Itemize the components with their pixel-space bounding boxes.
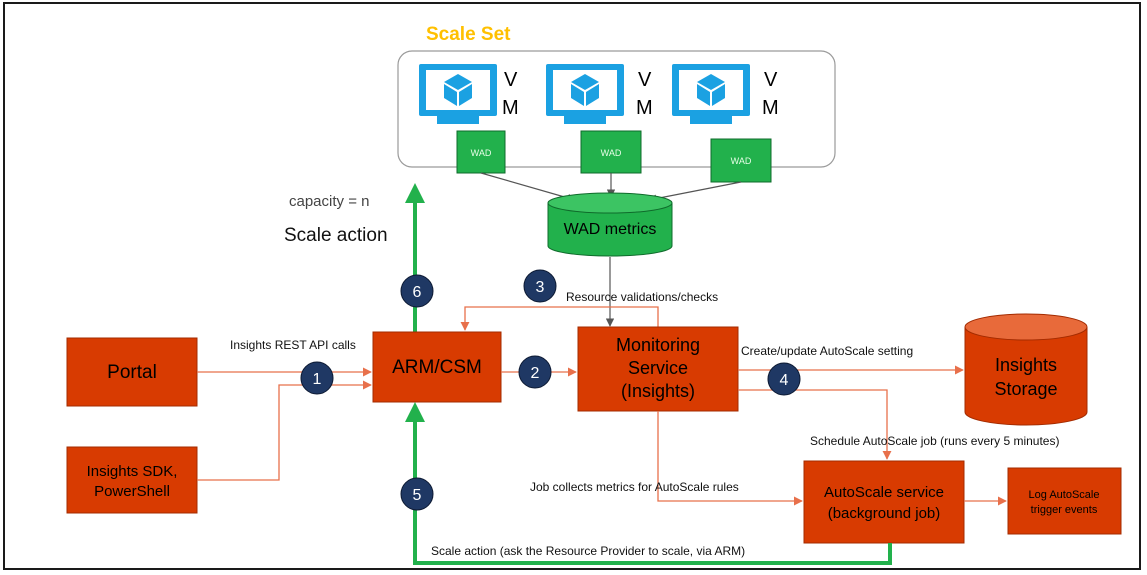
create-update-label: Create/update AutoScale setting [741, 344, 913, 358]
storage-label-line2: Storage [994, 379, 1057, 399]
vm-monitor-icon [672, 64, 750, 124]
autoscale-service-box: AutoScale service (background job) [803, 460, 965, 544]
vm-monitor-icon [546, 64, 624, 124]
insights-storage: Insights Storage [964, 313, 1088, 426]
sdk-box: Insights SDK, PowerShell [66, 446, 198, 514]
scale-action-bottom-label: Scale action (ask the Resource Provider … [431, 544, 745, 558]
scale-set-group: Scale Set V M WAD [397, 24, 836, 183]
monitoring-service-box: Monitoring Service (Insights) [577, 326, 739, 412]
storage-label-line1: Insights [995, 355, 1057, 375]
step-4-badge: 4 [767, 362, 801, 396]
monitoring-label-line2: Service [628, 358, 688, 378]
wad-metrics-label: WAD metrics [564, 221, 657, 238]
step-5-label: 5 [413, 487, 422, 504]
step-2-label: 2 [531, 365, 540, 382]
vm-label-v: V [764, 69, 778, 91]
autoscale-label-line2: (background job) [828, 505, 941, 522]
autoscale-label-line1: AutoScale service [824, 484, 944, 501]
log-label-line1: Log AutoScale [1029, 489, 1100, 501]
step-1-label: 1 [313, 371, 322, 388]
monitoring-label-line3: (Insights) [621, 381, 695, 401]
sdk-label-line2: PowerShell [94, 483, 170, 500]
wad-label: WAD [471, 148, 492, 158]
step-3-label: 3 [536, 279, 545, 296]
step-5-badge: 5 [400, 477, 434, 511]
autoscale-diagram: Scale Set V M WAD [66, 24, 1122, 565]
vm-label-v: V [504, 69, 518, 91]
scale-action-text: Scale action [284, 225, 388, 246]
scale-set-title: Scale Set [426, 24, 511, 45]
validations-label: Resource validations/checks [566, 290, 718, 304]
arm-label: ARM/CSM [392, 357, 482, 378]
vm-label-v: V [638, 69, 652, 91]
sdk-to-arm-arrow [197, 380, 372, 481]
wad-box [580, 130, 642, 174]
wad-metrics-store: WAD metrics [547, 192, 673, 257]
portal-box: Portal [66, 337, 198, 407]
schedule-label: Schedule AutoScale job (runs every 5 min… [810, 434, 1059, 448]
monitoring-to-autoscale-collect-arrow [657, 411, 803, 506]
vm-2: V M WAD [546, 64, 653, 174]
step-6-label: 6 [413, 284, 422, 301]
step-1-badge: 1 [300, 361, 334, 395]
validations-arrow [460, 306, 659, 331]
vm-label-m: M [636, 97, 653, 119]
step-6-badge: 6 [400, 274, 434, 308]
vm-1: V M WAD [419, 64, 519, 174]
diagram-frame: Scale Set V M WAD [3, 2, 1141, 570]
sdk-label-line1: Insights SDK, [87, 463, 178, 480]
capacity-text: capacity = n [289, 193, 369, 210]
rest-api-label: Insights REST API calls [230, 338, 356, 352]
vm-label-m: M [762, 97, 779, 119]
vm-monitor-icon [419, 64, 497, 124]
arm-box: ARM/CSM [372, 331, 502, 403]
step-3-badge: 3 [523, 269, 557, 303]
vm-3: V M WAD [672, 64, 779, 183]
step-2-badge: 2 [518, 355, 552, 389]
wad-label: WAD [601, 148, 622, 158]
log-label-line2: trigger events [1031, 504, 1098, 516]
portal-label: Portal [107, 362, 157, 383]
vm-label-m: M [502, 97, 519, 119]
log-events-box: Log AutoScale trigger events [1007, 467, 1122, 535]
wad-box [710, 138, 772, 183]
wad-box [456, 130, 506, 174]
monitoring-to-autoscale-schedule-arrow [738, 389, 892, 460]
wad-label: WAD [731, 156, 752, 166]
job-collects-label: Job collects metrics for AutoScale rules [530, 480, 739, 494]
monitoring-label-line1: Monitoring [616, 335, 700, 355]
step-4-label: 4 [780, 372, 789, 389]
